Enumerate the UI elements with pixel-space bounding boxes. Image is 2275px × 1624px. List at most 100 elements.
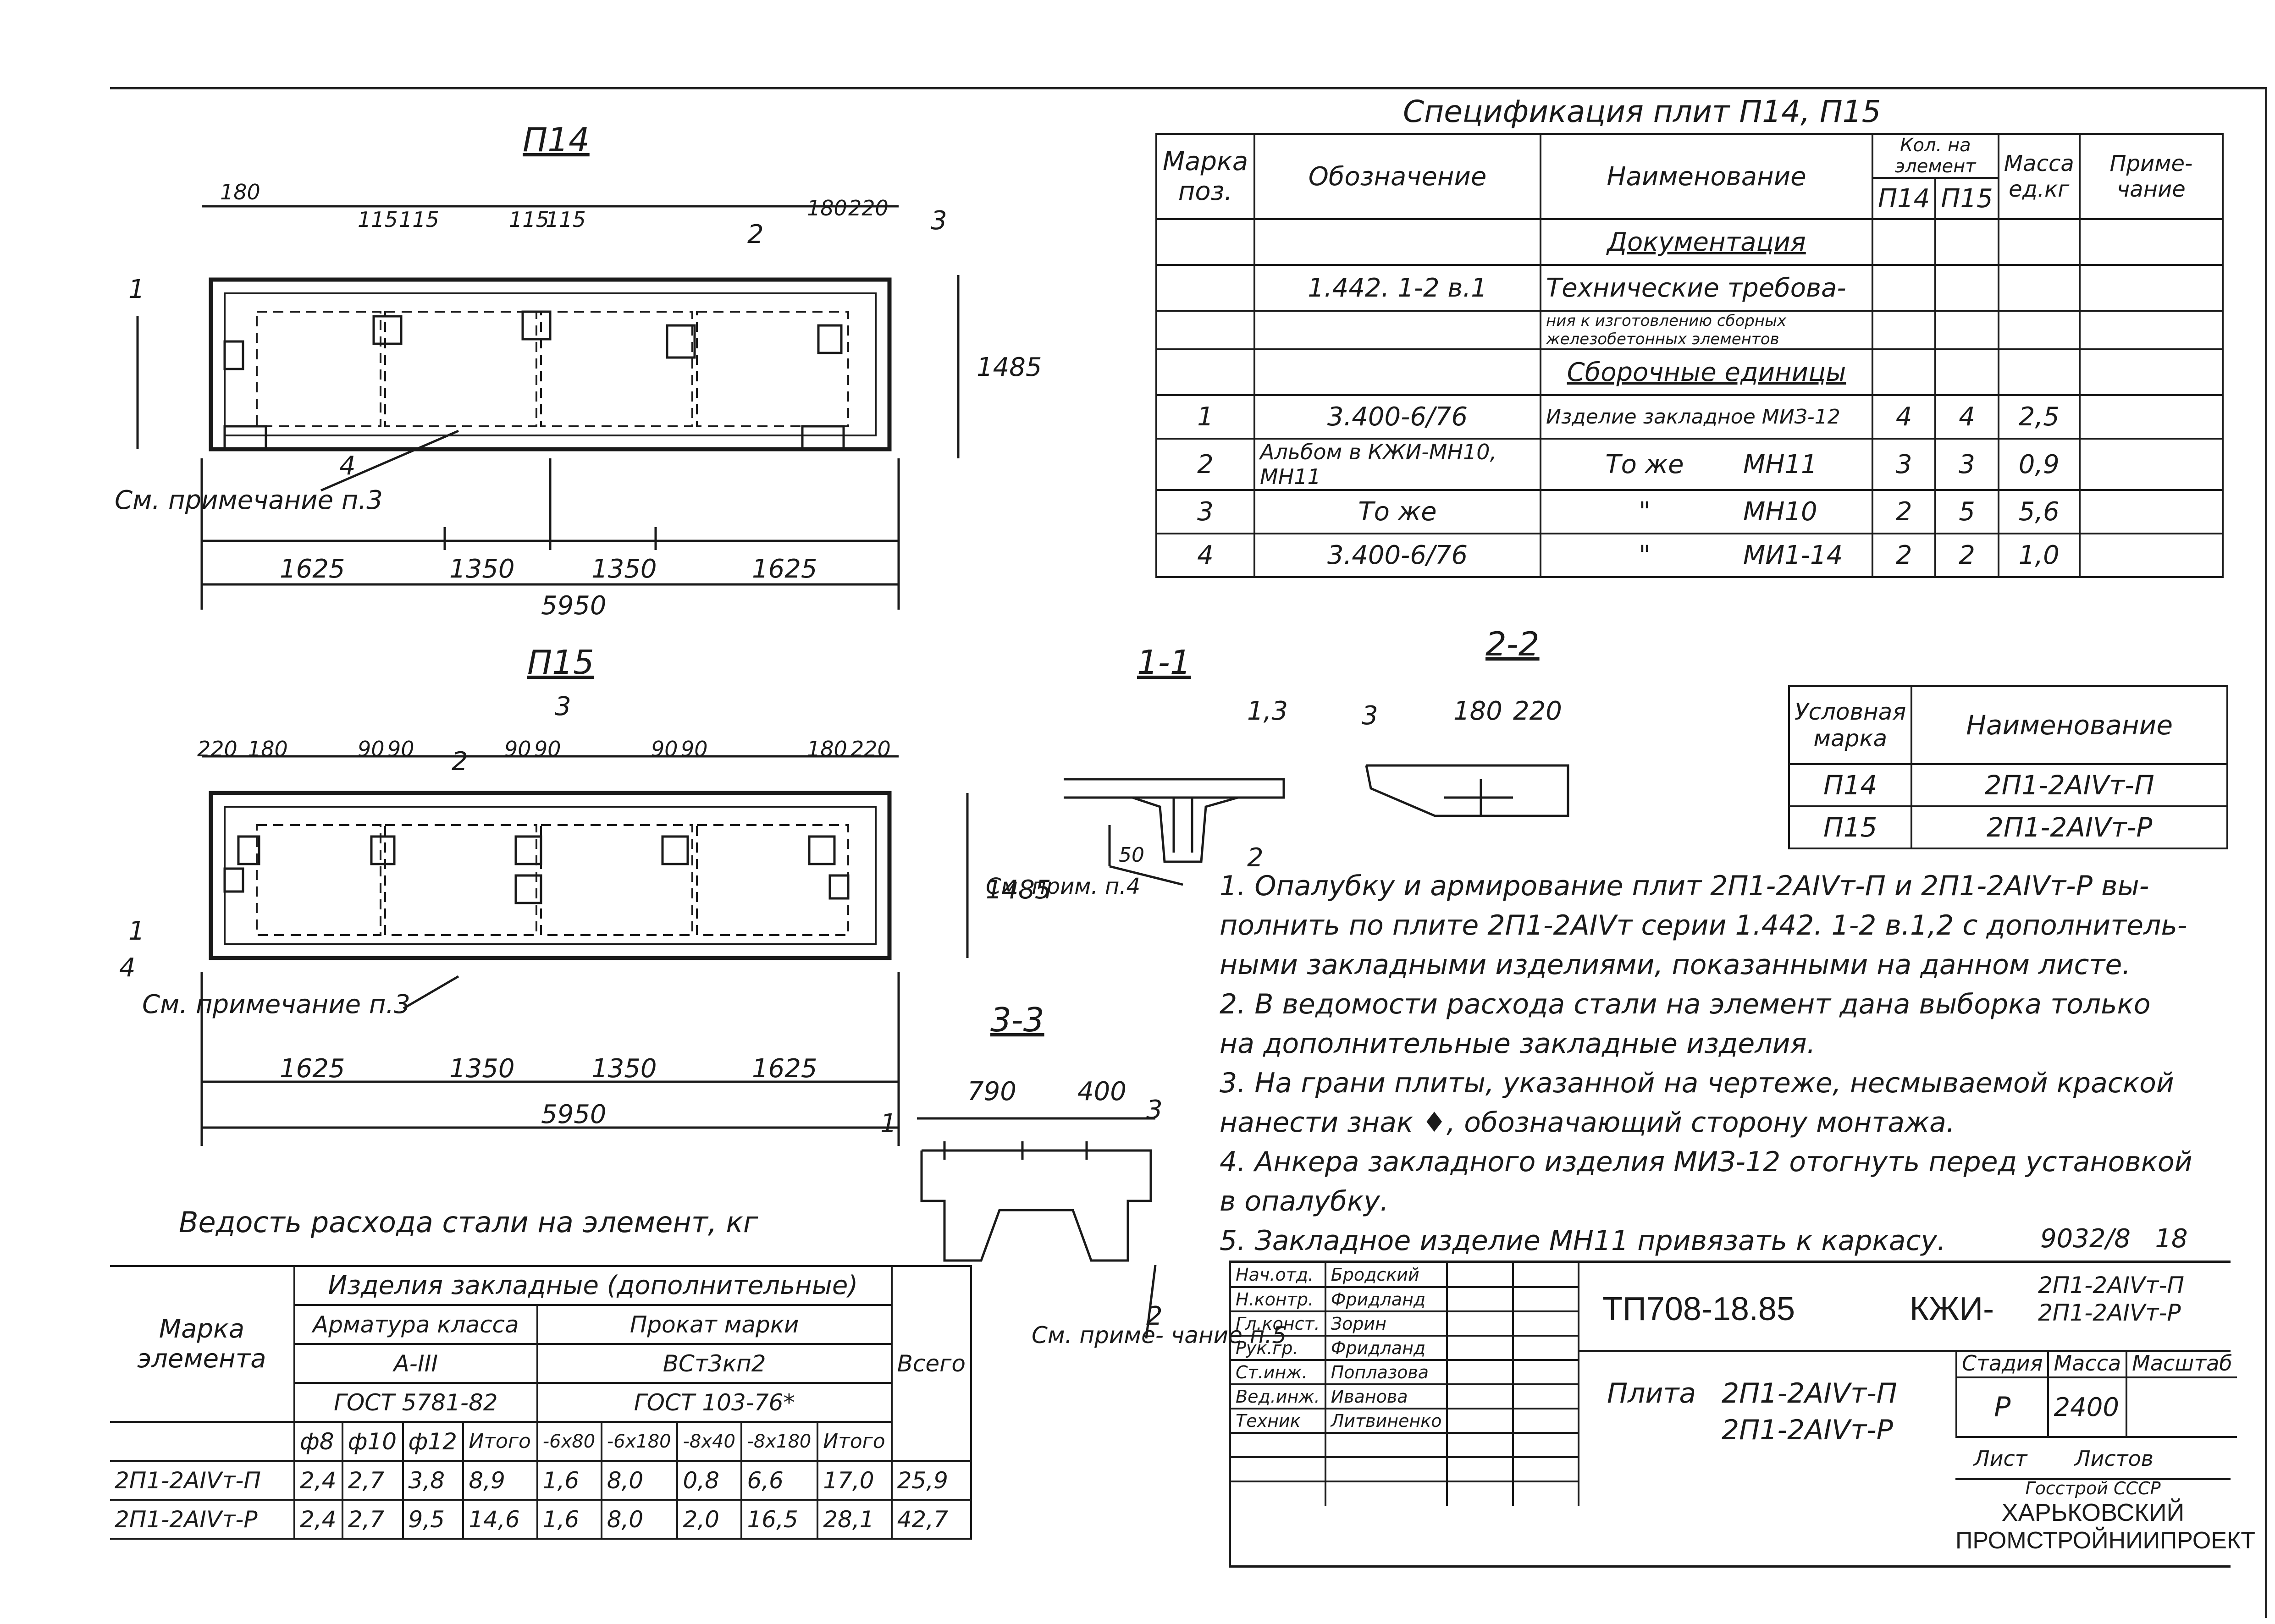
note-4a: 4. Анкера закладного изделия МИЗ-12 отог… [1220,1146,2192,1178]
p15-embed-h [828,874,850,900]
p14-embed-e [223,340,244,370]
p15-hidden-ribs [256,824,849,936]
spec-h-mass: Масса ед.кг [1997,133,2081,220]
callout-3-p15: 3 [555,692,571,721]
p14-embed-b [521,310,552,341]
p15-top-3: 90 [358,737,385,761]
callout-3-p14: 3 [931,206,947,236]
note-1c: ными закладными изделиями, показанными н… [1220,949,2131,981]
steel-col-f8: ф8 [293,1421,343,1462]
stamp-product-1: 2П1-2АIVт-П [1722,1377,1897,1409]
sec11-label: 1,3 [1247,696,1288,726]
p15-height: 1485 [986,875,1051,905]
stamp-sheet-code-2: 2П1-2АIVт-Р [2038,1299,2181,1326]
p14-dim-3: 1350 [591,554,657,584]
p15-top-6: 90 [534,737,561,761]
stamp-org: Госстрой СССР ХАРЬКОВСКИЙ ПРОМСТРОЙНИИПР… [1955,1478,2256,1554]
doc-number: 9032/8 18 [2040,1224,2188,1254]
p14-top-3: 115 [399,207,439,232]
p15-dim-4: 1625 [752,1054,817,1084]
sec11-note-ref: См. прим. п.4 [986,874,1140,899]
p15-dim-3: 1350 [591,1054,657,1084]
p15-embed-a [237,835,260,865]
spec-row-3: 3 То же "МН10 2 5 5,6 [1155,489,2224,534]
steel-title: Ведость расхода стали на элемент, кг [179,1206,758,1239]
stamp-code: ТП708-18.85 [1602,1291,1795,1327]
callout-1-p14: 1 [128,275,145,304]
spec-assembly: Сборочные единицы [1540,348,1873,396]
spec-h-p14: П14 [1871,177,1937,220]
callout-1-sec33: 1 [880,1109,897,1139]
callout-2-p15: 2 [452,747,468,776]
note-2b: на дополнительные закладные изделия. [1220,1028,1816,1060]
steel-h-rolled-class: ВСт3кп2 [536,1343,893,1384]
p15-dim-2: 1350 [449,1054,515,1084]
stamp-product-2: 2П1-2АIVт-Р [1722,1414,1893,1446]
p15-embed-d [514,874,542,904]
p14-title: П14 [523,121,590,159]
marks-row-2-name: 2П1-2АIVт-Р [1911,805,2228,849]
stamp-divider [1579,1350,2231,1352]
steel-table: Марка элемента Изделия закладные (дополн… [110,1265,972,1540]
steel-h-items: Изделия закладные (дополнительные) [293,1265,893,1306]
sec-3-3-title: 3-3 [990,1001,1044,1039]
callout-2-p14: 2 [747,220,764,249]
p14-total: 5950 [541,591,607,621]
p14-embed-d [817,324,843,354]
spec-doc-designation: 1.442. 1-2 в.1 [1253,264,1541,312]
steel-h-total: Всего [890,1265,972,1462]
steel-h-rolled: Прокат марки [536,1304,893,1345]
p14-top-2: 115 [358,207,398,232]
p15-embed-c [514,835,542,865]
p15-embed-f [808,835,836,865]
stamp-sheet-code-1: 2П1-2АIVт-П [2038,1272,2184,1299]
p14-top-1: 180 [220,180,260,204]
spec-title: Спецификация плит П14, П15 [1403,94,1881,129]
stamp-product-title: Плита [1607,1377,1696,1409]
callout-4-p15: 4 [119,953,136,983]
steel-h-rebar-gost: ГОСТ 5781-82 [293,1382,538,1423]
leader-p15-note [403,975,459,1010]
p15-outline [209,791,892,960]
callout-3-sec22: 3 [1362,701,1378,731]
p14-note-ref: См. примечание п.3 [115,485,383,515]
p15-top-9: 180 [807,737,847,761]
spec-doc-name-2: ния к изготовлению сборных железобетонны… [1540,310,1873,350]
spec-h-p15: П15 [1934,177,1999,220]
steel-h-rebar: Арматура класса [293,1304,538,1345]
note-1a: 1. Опалубку и армирование плит 2П1-2АIVт… [1220,870,2149,902]
stamp-people: Нач.отд.Бродский Н.контр.Фридланд Гл.кон… [1231,1263,1580,1506]
steel-col-6x180: -6х180 [600,1421,679,1462]
spec-row-4: 4 3.400-6/76 "МИ1-14 2 2 1,0 [1155,533,2224,578]
p15-title: П15 [527,643,594,682]
spec-h-note: Приме- чание [2078,133,2224,220]
marks-row-1-mark: П14 [1788,763,1913,807]
spec-documentation: Документация [1540,218,1873,266]
note-3a: 3. На грани плиты, указанной на чертеже,… [1220,1067,2174,1099]
leader-p14-note [320,429,459,492]
sec33-dim-1: 790 [967,1077,1016,1107]
p14-embed-a [372,315,403,345]
sec11-dim: 50 [1119,843,1144,867]
drawing-frame [110,87,2267,1618]
section-1-1-shape [1064,778,1285,863]
steel-col-total-a: Итого [462,1421,538,1462]
callout-4-p14: 4 [339,451,356,481]
stamp-sheet-code: КЖИ- [1910,1291,1994,1327]
spec-h-qty: Кол. на элемент [1872,133,1999,179]
p14-hidden-ribs [256,311,849,427]
stamp-block: Нач.отд.Бродский Н.контр.Фридланд Гл.кон… [1229,1261,2256,1568]
p15-top-10: 220 [850,737,891,761]
p14-dim-1: 1625 [280,554,345,584]
spec-table: Марка поз. Обозначение Наименование Кол.… [1155,133,2224,578]
spec-h-name: Наименование [1540,133,1873,220]
p14-top-6: 180 [807,196,847,220]
p15-top-5: 90 [504,737,531,761]
spec-h-pos: Марка поз. [1155,133,1255,220]
sec22-dim-2: 220 [1513,696,1562,726]
note-3b: нанести знак ♦, обозначающий сторону мон… [1220,1107,1955,1139]
p15-top-1: 220 [197,737,237,761]
callout-1-p15: 1 [128,916,145,946]
